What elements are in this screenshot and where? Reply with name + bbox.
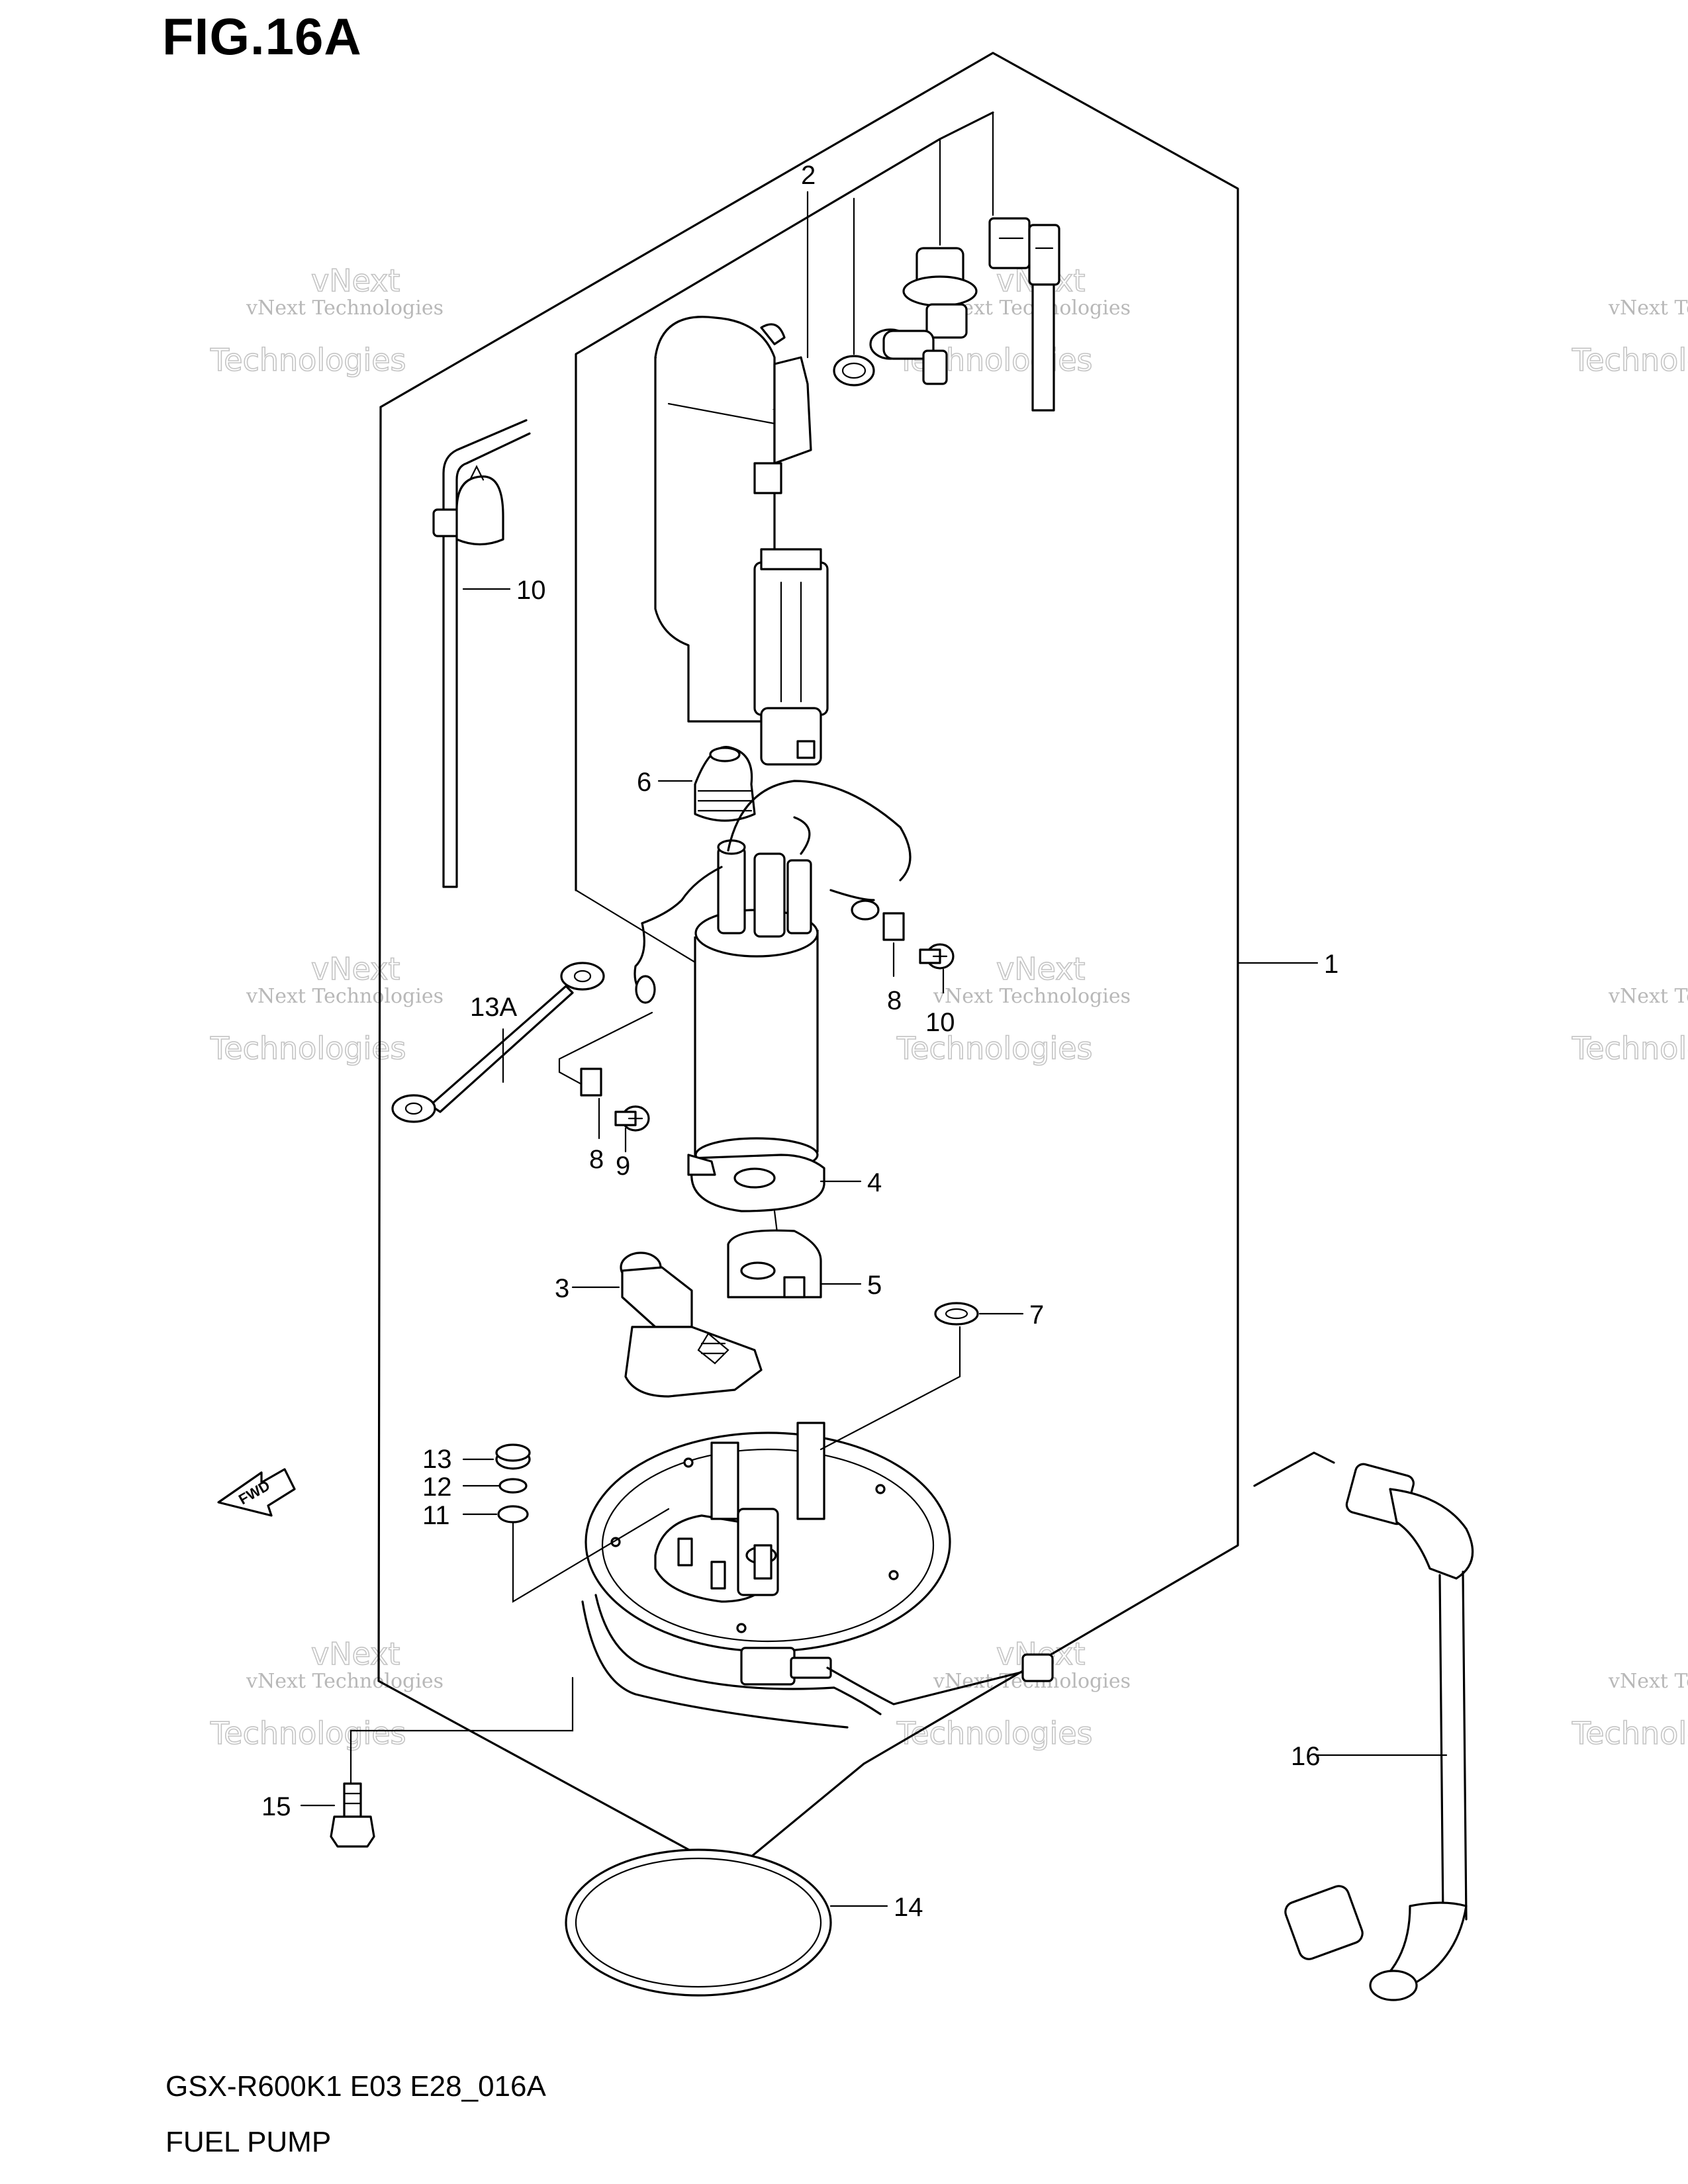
- watermark-text: vNext Technologies: [1608, 985, 1688, 1008]
- watermark: vNext Technologies Technologies: [1571, 296, 1688, 379]
- callout-13a: 13A: [470, 993, 517, 1022]
- o-ring-14: [565, 1848, 832, 1997]
- watermark: vNext Technologies Technologies vNext: [896, 950, 1131, 1067]
- watermark: vNext Technologies Technologies vNext: [209, 262, 444, 379]
- screw-10: [919, 943, 955, 970]
- leader-plate-to-nuts: [512, 1508, 670, 1603]
- callout-5: 5: [867, 1271, 882, 1300]
- pressure-regulator: [988, 217, 1060, 412]
- clamp-8-right: [882, 912, 905, 941]
- watermark: vNext Technologies Technologies: [1571, 1670, 1688, 1752]
- washer-7-inner: [945, 1308, 968, 1320]
- callout-11: 11: [422, 1501, 450, 1530]
- callout-14: 14: [894, 1893, 923, 1922]
- washer-11: [497, 1505, 529, 1524]
- fuel-level-gauge-3: [620, 1251, 763, 1398]
- callout-2: 2: [801, 161, 816, 190]
- callout-labels: 2 10 6 1 8 10 13A 8 9 4 3 5 7 13 12 11 1…: [261, 161, 1338, 1922]
- callout-13: 13: [422, 1445, 452, 1474]
- watermark-text: Technologies: [210, 1715, 406, 1751]
- watermark-text: Technologies: [210, 342, 406, 378]
- harness-connector: [1021, 1653, 1054, 1682]
- callout-12: 12: [422, 1473, 452, 1502]
- callout-7: 7: [1029, 1300, 1044, 1330]
- ground-wire-13a: [391, 962, 605, 1123]
- callout-3: 3: [555, 1274, 569, 1303]
- subassembly-2-outline: [575, 111, 994, 891]
- regulator-valve: [869, 247, 978, 385]
- callout-4: 4: [867, 1168, 882, 1197]
- figure-title: FIG.16A: [162, 7, 362, 66]
- o-ring-2-inner: [841, 362, 867, 379]
- leader-bolt-15: [350, 1676, 574, 1788]
- watermark-text: Technologies: [210, 1030, 406, 1066]
- fuel-hose-16: [1253, 1451, 1474, 2001]
- washer-12: [498, 1478, 528, 1494]
- watermark-text: vNext: [311, 951, 400, 987]
- assembly-name: FUEL PUMP: [165, 2126, 332, 2158]
- callout-10-top: 10: [516, 576, 546, 605]
- pump-mounting-plate: [581, 1422, 951, 1729]
- ground-terminal: [635, 975, 656, 1004]
- callout-8-left: 8: [589, 1145, 604, 1174]
- leader-13a: [558, 1011, 653, 1093]
- watermark: vNext Technologies Technologies: [1571, 985, 1688, 1067]
- watermark: vNext Technologies Technologies vNext: [209, 950, 444, 1067]
- callout-1: 1: [1324, 950, 1338, 979]
- fuel-filter-housing: [654, 316, 829, 766]
- watermark-text: vNext Technologies: [246, 296, 444, 320]
- pump-holder-4: [687, 1154, 825, 1239]
- callout-10-right: 10: [925, 1008, 955, 1037]
- harness-wire: [826, 1666, 1041, 1706]
- watermark-text: Technologies: [1571, 342, 1688, 378]
- callout-6: 6: [637, 768, 651, 797]
- watermark-text: vNext Technologies: [1608, 1670, 1688, 1693]
- watermark: vNext Technologies Technologies vNext: [896, 1635, 1131, 1752]
- watermark-text: vNext Technologies: [933, 985, 1131, 1008]
- pump-bracket-5: [727, 1229, 822, 1298]
- callout-16: 16: [1291, 1742, 1321, 1771]
- watermark-text: vNext Technologies: [246, 985, 444, 1008]
- nut-13: [495, 1443, 531, 1470]
- bolt-15: [330, 1782, 375, 1848]
- breather-tube-10: [432, 419, 531, 888]
- leader-plate-to-washer: [820, 1326, 961, 1451]
- watermark-text: Technologies: [1571, 1030, 1688, 1066]
- cushion-6: [694, 746, 756, 822]
- o-ring-14-inner: [575, 1857, 822, 1988]
- washer-7: [934, 1302, 979, 1326]
- watermark-text: vNext Technologies: [246, 1670, 444, 1693]
- drawing-code: GSX-R600K1 E03 E28_016A: [165, 2070, 546, 2103]
- callout-9: 9: [616, 1152, 630, 1181]
- watermark-text: vNext: [996, 951, 1085, 987]
- watermark-text: vNext: [311, 263, 400, 298]
- o-ring-2: [833, 355, 875, 387]
- fuel-pump-motor: [641, 780, 912, 1173]
- watermark-text: Technologies: [896, 1030, 1093, 1066]
- screw-9: [614, 1105, 650, 1132]
- callout-15: 15: [261, 1792, 291, 1821]
- fwd-arrow-icon: FWD: [217, 1468, 296, 1517]
- subassembly-2-lead: [575, 889, 703, 968]
- watermark-text: Technologies: [896, 1715, 1093, 1751]
- callout-8-right: 8: [887, 986, 902, 1015]
- watermark-text: vNext Technologies: [1608, 296, 1688, 320]
- watermark-text: vNext: [311, 1636, 400, 1672]
- clamp-8-left: [580, 1068, 602, 1097]
- watermark: vNext Technologies Technologies vNext: [209, 1635, 444, 1752]
- watermark-text: Technologies: [1571, 1715, 1688, 1751]
